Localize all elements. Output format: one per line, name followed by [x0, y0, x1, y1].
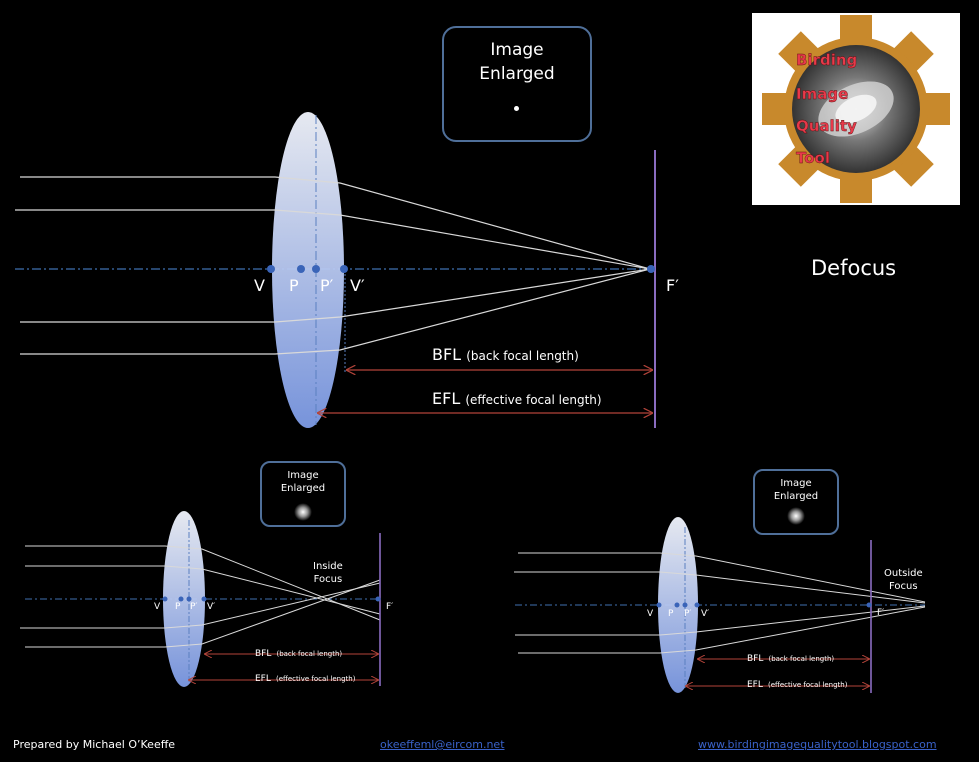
- label-v: V: [647, 609, 654, 619]
- vertex-point-v: [267, 265, 275, 273]
- inside-focus-line2: Focus: [313, 574, 343, 585]
- efl-abbr: EFL: [432, 389, 461, 408]
- label-f-prime: F′: [666, 276, 679, 295]
- focal-point-f-prime: [866, 602, 872, 608]
- label-p-prime: P′: [320, 276, 334, 295]
- box-text-line1: Image: [287, 470, 319, 481]
- bfl-label: BFL (back focal length): [255, 641, 342, 660]
- bfl-desc: (back focal length): [466, 349, 579, 363]
- bfl-label: BFL (back focal length): [432, 345, 579, 364]
- image-enlarged-box-inside: Image Enlarged: [260, 461, 346, 527]
- principal-point-p-prime: [312, 265, 320, 273]
- label-p: P: [175, 602, 181, 612]
- label-p: P: [289, 276, 299, 295]
- bfl-abbr: BFL: [255, 649, 272, 659]
- footer-website-link[interactable]: www.birdingimagequalitytool.blogspot.com: [698, 738, 937, 751]
- outside-focus-label: Outside Focus: [884, 567, 923, 593]
- efl-label: EFL (effective focal length): [432, 389, 602, 408]
- blurred-image-spot: [294, 503, 312, 521]
- sharp-image-spot: [514, 106, 519, 111]
- lens: [163, 511, 205, 687]
- principal-point-p-prime: [682, 602, 688, 608]
- outside-focus-diagram: [514, 517, 926, 693]
- rays: [514, 552, 926, 654]
- efl-abbr: EFL: [255, 674, 271, 684]
- vertex-point-v: [656, 602, 662, 608]
- label-p-prime: P′: [190, 602, 198, 612]
- bfl-abbr: BFL: [432, 345, 462, 364]
- principal-point-p-prime: [186, 596, 192, 602]
- rays: [15, 176, 651, 355]
- label-v: V: [154, 602, 161, 612]
- efl-desc: (effective focal length): [465, 393, 602, 407]
- label-f-prime: F′: [877, 608, 885, 618]
- efl-desc: (effective focal length): [767, 681, 848, 689]
- inside-focus-diagram: [20, 511, 381, 687]
- box-text-line1: Image: [490, 40, 544, 60]
- efl-desc: (effective focal length): [275, 675, 356, 683]
- label-v-prime: V′: [207, 602, 216, 612]
- efl-label: EFL (effective focal length): [255, 666, 355, 685]
- label-p-prime: P′: [684, 609, 692, 619]
- principal-point-p: [674, 602, 680, 608]
- box-text-line2: Enlarged: [280, 483, 326, 494]
- label-v: V: [254, 276, 265, 295]
- bfl-desc: (back focal length): [276, 650, 343, 658]
- lens: [272, 112, 344, 428]
- box-text-line2: Enlarged: [773, 491, 819, 502]
- focal-point-f-prime: [375, 596, 381, 602]
- vertex-point-v: [162, 596, 168, 602]
- outside-focus-line2: Focus: [889, 581, 918, 592]
- bfl-desc: (back focal length): [768, 655, 835, 663]
- bfl-abbr: BFL: [747, 654, 764, 664]
- box-text-line1: Image: [780, 478, 812, 489]
- footer-author: Prepared by Michael O’Keeffe: [13, 738, 176, 751]
- logo-line4: Tool: [796, 149, 830, 167]
- inside-focus-label: Inside Focus: [313, 560, 343, 586]
- vertex-point-v-prime: [694, 602, 700, 608]
- label-v-prime: V′: [701, 609, 710, 619]
- logo-line1: Birding: [796, 51, 857, 69]
- rays: [20, 545, 381, 648]
- footer-email-link[interactable]: okeeffeml@eircom.net: [380, 738, 505, 751]
- efl-abbr: EFL: [747, 680, 763, 690]
- label-p: P: [668, 609, 674, 619]
- outside-focus-line1: Outside: [884, 568, 923, 579]
- vertex-point-v-prime: [201, 596, 207, 602]
- main-diagram: [15, 112, 656, 428]
- inside-focus-line1: Inside: [313, 561, 343, 572]
- vertex-point-v-prime: [340, 265, 348, 273]
- birding-image-quality-tool-logo: Birding Image Quality Tool: [752, 13, 960, 205]
- image-enlarged-box-outside: Image Enlarged: [753, 469, 839, 535]
- gear-logo-icon: Birding Image Quality Tool: [762, 15, 950, 203]
- efl-label: EFL (effective focal length): [747, 672, 847, 691]
- label-f-prime: F′: [386, 602, 394, 612]
- box-text-line2: Enlarged: [479, 64, 555, 84]
- bfl-label: BFL (back focal length): [747, 646, 834, 665]
- image-enlarged-box-main: Image Enlarged: [442, 26, 592, 142]
- label-v-prime: V′: [350, 276, 365, 295]
- principal-point-p: [178, 596, 184, 602]
- blurred-image-spot: [787, 507, 805, 525]
- focal-point-f-prime: [647, 265, 655, 273]
- logo-line3: Quality: [796, 117, 857, 135]
- principal-point-p: [297, 265, 305, 273]
- page-title: Defocus: [811, 256, 897, 280]
- logo-line2: Image: [796, 85, 848, 103]
